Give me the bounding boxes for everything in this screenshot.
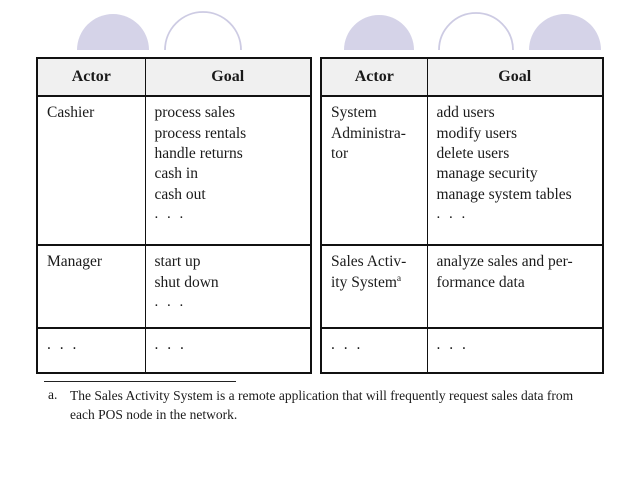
goal-item: add users	[436, 104, 495, 122]
cell-actor-manager: Manager	[36, 244, 146, 329]
goal-item: analyze sales and per-	[436, 253, 573, 271]
actor-line: Sales Activ-	[331, 253, 407, 271]
arc-filled-2	[344, 15, 414, 50]
footnote-marker-superscript: a	[396, 273, 402, 284]
goal-item: shut down	[154, 273, 219, 291]
cell-actor-cashier: Cashier	[36, 95, 146, 246]
table-gap-divider	[312, 57, 320, 374]
footnote-rule	[44, 381, 236, 382]
goal-item: cash in	[154, 165, 198, 183]
actor-line-text: ity System	[331, 273, 397, 291]
header-actor-left: Actor	[36, 57, 146, 98]
table-row: . . . . . .	[320, 327, 604, 374]
goal-item: formance data	[436, 273, 525, 291]
goal-item: manage security	[436, 165, 538, 183]
decorative-arc-band	[0, 0, 638, 52]
cell-actor-sales-activity-system: Sales Activ- ity Systema	[320, 244, 428, 329]
table-row: Manager start up shut down . . .	[36, 244, 312, 329]
header-actor-right: Actor	[320, 57, 428, 98]
table-header-row-left: Actor Goal	[36, 57, 312, 98]
actor-goal-table-area: Actor Goal Cashier process sales process…	[36, 57, 604, 375]
actor-goal-table-right: Actor Goal System Administra- tor add us…	[320, 57, 604, 375]
arc-band-svg	[77, 11, 601, 51]
cell-goals-ellipsis: . . .	[144, 327, 312, 374]
table-header-row-right: Actor Goal	[320, 57, 604, 98]
table-pair: Actor Goal Cashier process sales process…	[36, 57, 604, 375]
header-goal-left: Goal	[144, 57, 312, 98]
arc-outline-2	[438, 12, 514, 51]
header-goal-right: Goal	[426, 57, 604, 98]
footnote-text: The Sales Activity System is a remote ap…	[70, 388, 574, 422]
goal-item: process sales	[154, 104, 236, 122]
actor-line: System	[331, 104, 377, 122]
footnote-block: a. The Sales Activity System is a remote…	[44, 381, 600, 424]
cell-goals-cashier: process sales process rentals handle ret…	[144, 95, 312, 246]
actor-line-with-footnote: ity Systema	[331, 273, 418, 293]
goal-item: handle returns	[154, 145, 243, 163]
table-row: . . . . . .	[36, 327, 312, 374]
footnote-row: a. The Sales Activity System is a remote…	[44, 387, 600, 424]
goal-item: start up	[154, 253, 201, 271]
goal-list-sales-activity-system: analyze sales and per- formance data	[437, 252, 594, 293]
arc-filled-1	[77, 14, 149, 50]
table-row: Cashier process sales process rentals ha…	[36, 95, 312, 246]
actor-line: Administra-	[331, 124, 406, 142]
cell-goals-sales-activity-system: analyze sales and per- formance data	[426, 244, 604, 329]
cell-goals-ellipsis: . . .	[426, 327, 604, 374]
cell-goals-manager: start up shut down . . .	[144, 244, 312, 329]
cell-actor-ellipsis: . . .	[36, 327, 146, 374]
goal-item-ellipsis: . . .	[154, 206, 186, 223]
goal-item-ellipsis: . . .	[436, 206, 468, 223]
cell-goals-system-administrator: add users modify users delete users mana…	[426, 95, 604, 246]
goal-item: manage system tables	[436, 185, 572, 203]
arc-outline-1	[164, 11, 242, 51]
goal-item: delete users	[436, 145, 510, 163]
table-row: System Administra- tor add users modify …	[320, 95, 604, 246]
goal-item: modify users	[436, 124, 518, 142]
goal-list-system-administrator: add users modify users delete users mana…	[437, 103, 594, 225]
cell-actor-ellipsis: . . .	[320, 327, 428, 374]
goal-list-cashier: process sales process rentals handle ret…	[155, 103, 302, 225]
cell-actor-system-administrator: System Administra- tor	[320, 95, 428, 246]
goal-item: cash out	[154, 185, 206, 203]
goal-item-ellipsis: . . .	[154, 294, 186, 311]
actor-line: tor	[331, 145, 349, 163]
table-row: Sales Activ- ity Systema analyze sales a…	[320, 244, 604, 329]
actor-goal-table-left: Actor Goal Cashier process sales process…	[36, 57, 312, 375]
goal-item: process rentals	[154, 124, 247, 142]
arc-filled-3	[529, 14, 601, 50]
goal-list-manager: start up shut down . . .	[155, 252, 302, 313]
footnote-marker: a.	[48, 387, 58, 402]
